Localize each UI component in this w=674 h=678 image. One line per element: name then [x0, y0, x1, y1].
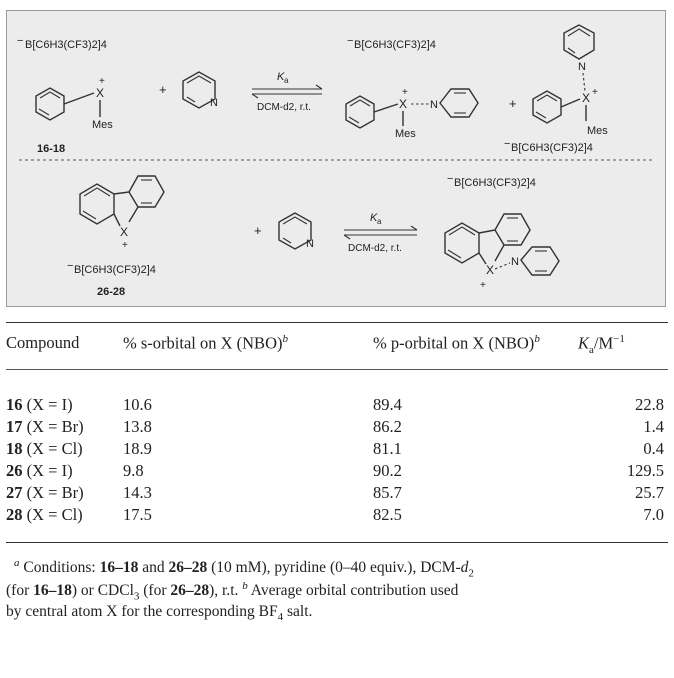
row-compound: 17 (X = Br): [6, 417, 84, 436]
svg-text:DCM-d2, r.t.: DCM-d2, r.t.: [257, 102, 311, 113]
counterion-label-4: − B[C6H3(CF3)2]4: [67, 260, 156, 276]
plus-sign-3: +: [254, 223, 262, 238]
svg-text:Mes: Mes: [92, 119, 113, 131]
counterion-label-5: − B[C6H3(CF3)2]4: [447, 173, 536, 189]
x-atom-2: X + Mes: [395, 87, 429, 140]
svg-text:−: −: [504, 138, 510, 150]
pyridine-ring-4: N: [278, 212, 314, 250]
svg-text:+: +: [480, 280, 486, 291]
row-ka: 25.7: [635, 483, 664, 502]
svg-text:X: X: [399, 97, 407, 111]
svg-text:K: K: [370, 212, 378, 224]
svg-text:N: N: [578, 61, 586, 73]
footnote-a: a Conditions: 16–18 and 26–28 (10 mM), p…: [14, 557, 474, 580]
row-s-orbital: 9.8: [123, 461, 144, 480]
row-ka: 22.8: [635, 395, 664, 414]
svg-text:B[C6H3(CF3)2]4: B[C6H3(CF3)2]4: [511, 142, 593, 154]
row-compound: 28 (X = Cl): [6, 505, 83, 524]
row-s-orbital: 17.5: [123, 505, 152, 524]
plus-sign-2: +: [509, 96, 517, 111]
equilibrium-arrow-1: K a DCM-d2, r.t.: [251, 71, 323, 113]
table-top-rule: [6, 322, 668, 323]
svg-text:B[C6H3(CF3)2]4: B[C6H3(CF3)2]4: [354, 39, 436, 51]
svg-text:X: X: [582, 91, 590, 105]
row-p-orbital: 82.5: [373, 505, 402, 524]
footnote-a-cont: (for 16–18) or CDCl3 (for 26–28), r.t. b…: [6, 580, 459, 603]
svg-text:Mes: Mes: [395, 128, 416, 140]
row-compound: 26 (X = I): [6, 461, 73, 480]
row-p-orbital: 89.4: [373, 395, 402, 414]
svg-text:K: K: [277, 71, 285, 83]
svg-text:−: −: [447, 173, 453, 185]
svg-text:B[C6H3(CF3)2]4: B[C6H3(CF3)2]4: [25, 39, 107, 51]
row-s-orbital: 13.8: [123, 417, 152, 436]
svg-text:+: +: [592, 87, 598, 98]
row-p-orbital: 90.2: [373, 461, 402, 480]
svg-text:Mes: Mes: [587, 125, 608, 137]
equilibrium-arrow-2: K a DCM-d2, r.t.: [343, 212, 418, 254]
svg-text:X: X: [120, 225, 128, 239]
reaction-scheme: − B[C6H3(CF3)2]4 X + Mes 16-18 + N K a D…: [6, 10, 666, 307]
row-ka: 7.0: [643, 505, 664, 524]
x-atom-1: X + Mes: [92, 76, 113, 131]
svg-text:+: +: [99, 76, 105, 87]
svg-text:−: −: [67, 260, 73, 272]
row-compound: 16 (X = I): [6, 395, 73, 414]
svg-text:N: N: [430, 99, 438, 111]
svg-text:+: +: [402, 87, 408, 98]
svg-text:X: X: [96, 86, 104, 100]
row-s-orbital: 14.3: [123, 483, 152, 502]
benzene-ring-3: [532, 90, 581, 124]
row-ka: 0.4: [643, 439, 664, 458]
svg-text:N: N: [306, 238, 314, 250]
row-p-orbital: 85.7: [373, 483, 402, 502]
x-atom-3: X + Mes: [582, 87, 608, 137]
table-header-rule: [6, 369, 668, 370]
row-ka: 1.4: [643, 417, 664, 436]
compound-label-26-28: 26-28: [97, 286, 125, 298]
svg-text:X: X: [486, 263, 494, 277]
dibenzo-ring-2: X +: [444, 213, 531, 291]
benzene-ring-1: [35, 87, 95, 121]
svg-text:N: N: [511, 256, 519, 268]
counterion-label-3: − B[C6H3(CF3)2]4: [504, 138, 593, 154]
row-compound: 18 (X = Cl): [6, 439, 83, 458]
scheme-drawing: − B[C6H3(CF3)2]4 X + Mes 16-18 + N K a D…: [17, 24, 655, 298]
row-ka: 129.5: [626, 461, 664, 480]
row-p-orbital: 86.2: [373, 417, 402, 436]
header-compound: Compound: [6, 333, 80, 352]
header-ka: Ka/M−1: [578, 333, 625, 356]
pyridine-ring-1: N: [182, 71, 218, 109]
counterion-label-2: − B[C6H3(CF3)2]4: [347, 35, 436, 51]
counterion-label-1: − B[C6H3(CF3)2]4: [17, 35, 107, 51]
svg-text:−: −: [347, 35, 353, 47]
benzene-ring-2: [345, 95, 399, 129]
dibenzo-ring-1: X +: [79, 175, 165, 251]
svg-text:a: a: [377, 217, 382, 226]
svg-text:B[C6H3(CF3)2]4: B[C6H3(CF3)2]4: [454, 177, 536, 189]
row-s-orbital: 18.9: [123, 439, 152, 458]
header-s-orbital: % s-orbital on X (NBO)b: [123, 333, 288, 353]
row-p-orbital: 81.1: [373, 439, 402, 458]
footnote-b-cont: by central atom X for the corresponding …: [6, 603, 313, 624]
pyridine-ring-2: N: [430, 88, 479, 118]
row-compound: 27 (X = Br): [6, 483, 84, 502]
svg-text:DCM-d2, r.t.: DCM-d2, r.t.: [348, 243, 402, 254]
svg-text:N: N: [210, 97, 218, 109]
row-s-orbital: 10.6: [123, 395, 152, 414]
pyridine-ring-3: N: [563, 24, 595, 92]
svg-text:+: +: [122, 240, 128, 251]
header-p-orbital: % p-orbital on X (NBO)b: [373, 333, 540, 353]
svg-text:B[C6H3(CF3)2]4: B[C6H3(CF3)2]4: [74, 264, 156, 276]
table-bottom-rule: [6, 542, 668, 543]
compound-label-16-18: 16-18: [37, 143, 65, 155]
svg-text:a: a: [284, 76, 289, 85]
svg-text:−: −: [17, 35, 23, 47]
plus-sign-1: +: [159, 82, 167, 97]
pyridine-ring-5: N: [511, 246, 560, 276]
